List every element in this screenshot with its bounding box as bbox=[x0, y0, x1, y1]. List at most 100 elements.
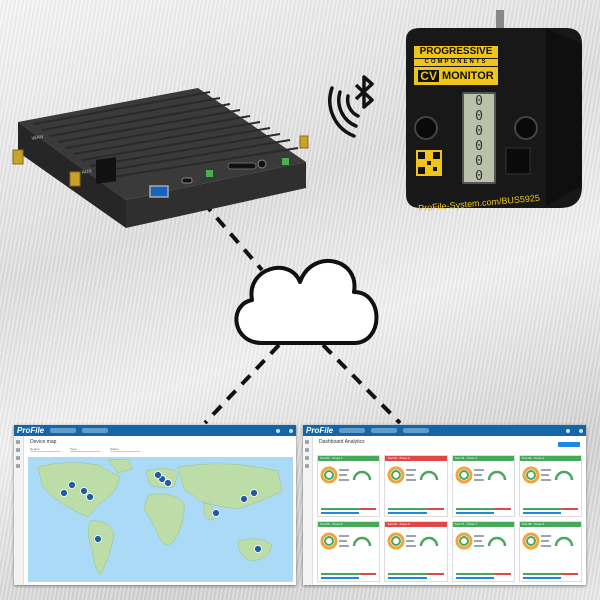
nav-icon[interactable] bbox=[16, 440, 20, 444]
card-header: Tool 05 - Press 5 bbox=[318, 521, 380, 527]
semicircle-gauge bbox=[554, 536, 573, 546]
header-selector[interactable] bbox=[403, 428, 430, 433]
metric-line bbox=[540, 534, 551, 537]
donut-gauge bbox=[320, 532, 338, 549]
tool-status-card[interactable]: Tool 03 - Press 3 bbox=[451, 455, 515, 517]
metric-line bbox=[339, 539, 347, 542]
progress-bar bbox=[522, 573, 578, 575]
card-header: Tool 01 - Press 1 bbox=[318, 456, 380, 461]
metric-line bbox=[473, 474, 482, 476]
lcd-digit: 0 bbox=[475, 124, 483, 139]
card-gauges bbox=[320, 466, 372, 484]
tool-status-card[interactable]: Tool 08 - Press 8 bbox=[518, 520, 582, 582]
user-icon[interactable] bbox=[579, 428, 583, 433]
header-selector[interactable] bbox=[82, 428, 109, 433]
status-led-2 bbox=[282, 158, 289, 165]
map-marker bbox=[240, 495, 248, 503]
semicircle-gauge bbox=[352, 536, 372, 546]
tool-status-card[interactable]: Tool 05 - Press 5 bbox=[317, 520, 381, 582]
nav-icon[interactable] bbox=[305, 448, 309, 452]
filter-label: Type bbox=[70, 447, 77, 451]
map-marker bbox=[80, 487, 88, 495]
header-selector[interactable] bbox=[371, 428, 398, 433]
cloud-icon bbox=[234, 259, 379, 345]
nav-icon[interactable] bbox=[305, 456, 309, 460]
power-button bbox=[257, 159, 267, 169]
world-map[interactable] bbox=[28, 457, 293, 582]
card-header: Tool 06 - Press 6 bbox=[385, 521, 447, 527]
nav-icon[interactable] bbox=[305, 440, 309, 444]
progress-bar bbox=[388, 573, 444, 575]
card-header: Tool 04 - Press 4 bbox=[519, 456, 581, 461]
nav-icon[interactable] bbox=[16, 456, 20, 460]
antenna-connector-wan bbox=[12, 149, 24, 165]
filter-field[interactable] bbox=[110, 451, 140, 452]
tool-status-card[interactable]: Tool 01 - Press 1 bbox=[317, 455, 381, 517]
sensor-stem bbox=[496, 10, 504, 30]
map-marker bbox=[68, 481, 76, 489]
profile-logo: ProFile bbox=[306, 426, 334, 435]
filter-field[interactable] bbox=[70, 451, 100, 452]
metric-line bbox=[540, 539, 549, 542]
tool-status-card[interactable]: Tool 04 - Press 4 bbox=[518, 455, 582, 517]
metric-line bbox=[406, 474, 415, 476]
user-icon[interactable] bbox=[289, 428, 293, 433]
tool-status-card[interactable]: Tool 06 - Press 6 bbox=[384, 520, 448, 582]
filter-field[interactable] bbox=[30, 451, 60, 452]
tool-status-card[interactable]: Tool 07 - Press 7 bbox=[451, 520, 515, 582]
nav-icon[interactable] bbox=[305, 464, 309, 468]
progress-bar bbox=[455, 577, 494, 579]
donut-gauge-inner bbox=[324, 535, 334, 546]
metric-line bbox=[406, 544, 417, 547]
tool-status-card[interactable]: Tool 02 - Press 2 bbox=[384, 455, 448, 517]
port-label-wan: WAN bbox=[31, 134, 44, 142]
card-header: Tool 03 - Press 3 bbox=[452, 456, 514, 461]
port-label-aux: AUX bbox=[81, 168, 93, 176]
nav-icon[interactable] bbox=[16, 464, 20, 468]
card-header: Tool 02 - Press 2 bbox=[385, 456, 447, 461]
mount-hole-left bbox=[414, 116, 438, 140]
donut-gauge-inner bbox=[458, 535, 469, 546]
gateway-router: WAN AUX bbox=[10, 60, 310, 230]
metric-line bbox=[473, 534, 484, 537]
metric-line bbox=[473, 469, 484, 471]
settings-icon[interactable] bbox=[276, 428, 280, 433]
donut-gauge bbox=[522, 532, 540, 549]
nav-icon[interactable] bbox=[16, 448, 20, 452]
settings-icon[interactable] bbox=[566, 428, 570, 433]
donut-gauge bbox=[387, 466, 405, 484]
map-marker bbox=[254, 545, 262, 553]
header-selector[interactable] bbox=[339, 428, 366, 433]
antenna-connector-aux bbox=[69, 171, 81, 187]
map-marker bbox=[60, 489, 68, 497]
dashboard-analytics-screenshot: ProFile Dashboard Analytics Tool 01 - Pr… bbox=[303, 425, 586, 585]
metric-line bbox=[473, 539, 482, 542]
card-header: Tool 08 - Press 8 bbox=[519, 521, 581, 527]
bluetooth-icon bbox=[354, 75, 374, 109]
donut-gauge bbox=[522, 466, 540, 484]
metric-line bbox=[473, 479, 484, 481]
progress-bar bbox=[522, 507, 578, 510]
filter-row: Region Type Status bbox=[30, 447, 140, 452]
sidebar bbox=[14, 436, 24, 585]
card-gauges bbox=[320, 532, 372, 549]
card-header: Tool 07 - Press 7 bbox=[452, 521, 514, 527]
header-selector[interactable] bbox=[50, 428, 77, 433]
map-marker bbox=[154, 471, 162, 479]
semicircle-gauge bbox=[420, 470, 439, 481]
metric-line bbox=[339, 534, 349, 537]
sensor-monitor-word: MONITOR bbox=[441, 69, 494, 82]
sensor-brand-line2: COMPONENTS bbox=[414, 59, 498, 66]
cloud-to-map-link bbox=[203, 343, 281, 425]
progress-bar bbox=[522, 511, 561, 514]
add-widget-button[interactable] bbox=[558, 442, 580, 447]
donut-gauge bbox=[455, 532, 472, 549]
semicircle-gauge bbox=[554, 470, 573, 481]
progress-bar bbox=[388, 577, 427, 579]
donut-gauge-inner bbox=[525, 535, 536, 546]
sensor-port bbox=[505, 147, 531, 175]
progress-bar bbox=[388, 507, 444, 510]
metric-line bbox=[339, 544, 349, 547]
antenna-connector-lan bbox=[299, 135, 309, 149]
